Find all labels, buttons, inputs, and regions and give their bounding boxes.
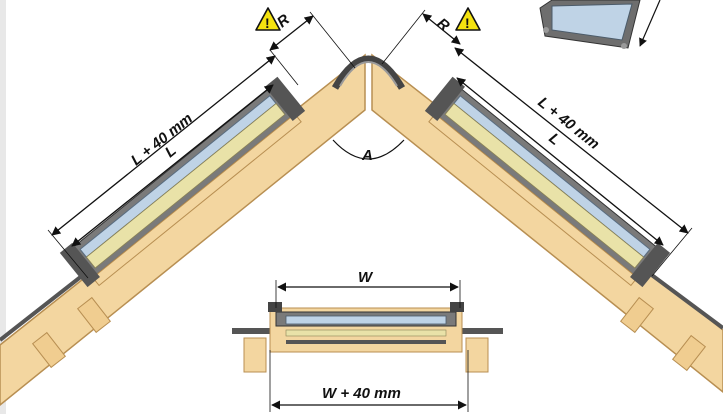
section-roof-cover-right	[455, 328, 503, 334]
width-inner-label: W	[358, 269, 374, 286]
angle-label: A	[361, 147, 373, 164]
left-batten-2	[31, 331, 67, 369]
width-outer-label: W + 40 mm	[322, 385, 401, 402]
right-batten-2	[671, 334, 707, 372]
right-roof-cover	[643, 268, 723, 330]
warning-right-mark: !	[465, 15, 470, 31]
warning-triangle-icon: !	[255, 7, 281, 31]
section-lining	[285, 329, 447, 337]
warning-triangle-icon: !	[455, 7, 481, 31]
right-batten	[619, 296, 655, 334]
left-batten	[76, 296, 112, 334]
section-timber-right	[465, 337, 489, 373]
angle-arc	[332, 139, 405, 160]
section-bar	[286, 340, 446, 344]
ridge-flashing	[331, 55, 406, 90]
cross-section-detail: W W + 40 mm	[232, 269, 503, 412]
section-glass	[285, 315, 447, 325]
page-border	[0, 0, 6, 414]
section-roof-cover-left	[232, 328, 280, 334]
warning-left-mark: !	[265, 15, 270, 31]
left-roof-cover	[0, 266, 94, 342]
section-timber-left	[243, 337, 267, 373]
roof-window-icon	[539, 0, 661, 49]
